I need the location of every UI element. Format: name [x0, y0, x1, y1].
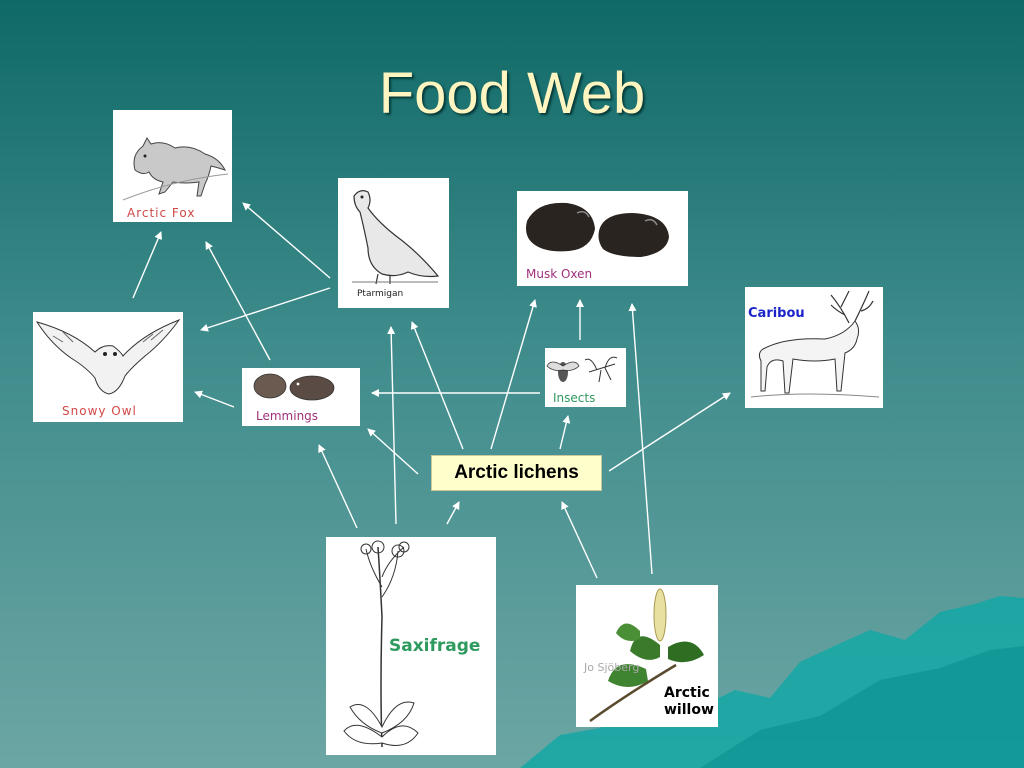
insects-icon	[546, 356, 618, 383]
arctic-fox-icon	[122, 137, 229, 201]
card-snowy-owl: Snowy Owl	[33, 312, 183, 422]
arrow-willow-to-muskoxen	[628, 303, 653, 575]
label-arctic-fox: Arctic Fox	[127, 206, 196, 220]
label-insects: Insects	[553, 391, 596, 405]
caribou-icon	[750, 290, 880, 398]
arrow-lichens-to-muskoxen	[490, 299, 537, 450]
arrow-lemmings-to-owl	[194, 390, 235, 408]
arrow-saxifrage-to-lichens	[446, 501, 460, 525]
ptarmigan-icon	[352, 190, 440, 285]
card-musk-oxen: Musk Oxen	[517, 191, 688, 286]
arrow-ptarmigan-to-owl	[200, 287, 331, 332]
arrow-saxifrage-to-ptarmigan	[387, 326, 397, 525]
card-ptarmigan: Ptarmigan	[338, 178, 449, 308]
arrow-saxifrage-to-lemmings	[318, 444, 358, 529]
card-insects: Insects	[545, 348, 626, 407]
arrow-lichens-to-lemmings	[367, 428, 419, 475]
slide-title: Food Web	[378, 61, 646, 126]
saxifrage-icon	[343, 540, 419, 748]
snowy-owl-icon	[35, 318, 181, 395]
arctic-willow-icon	[589, 588, 704, 723]
label-ptarmigan: Ptarmigan	[357, 289, 404, 299]
arrow-ptarmigan-to-fox	[242, 202, 331, 279]
arrow-owl-to-fox	[132, 231, 162, 299]
label-musk-oxen: Musk Oxen	[526, 267, 593, 281]
card-arctic-fox: Arctic Fox	[113, 110, 232, 222]
card-arctic-willow: Jo Sjöberg Arctic willow	[576, 585, 718, 727]
musk-oxen-icon	[526, 202, 669, 257]
arrow-willow-to-lichens	[561, 501, 598, 579]
arrow-lichens-to-insects	[559, 415, 571, 450]
label-arctic-willow-line2: willow	[664, 702, 714, 718]
card-lemmings: Lemmings	[242, 368, 360, 426]
label-caribou: Caribou	[748, 306, 805, 321]
arctic-lichens-box: Arctic lichens	[431, 455, 602, 491]
card-saxifrage: Saxifrage	[326, 537, 496, 755]
arrow-lemmings-to-fox	[205, 241, 271, 361]
label-lemmings: Lemmings	[256, 409, 319, 423]
lemmings-icon	[253, 373, 335, 401]
card-caribou: Caribou	[745, 287, 883, 408]
arrow-lichens-to-caribou	[608, 392, 731, 472]
label-saxifrage: Saxifrage	[389, 636, 481, 656]
label-arctic-willow-line1: Arctic	[664, 685, 710, 701]
arrow-lichens-to-ptarmigan	[410, 321, 464, 450]
label-snowy-owl: Snowy Owl	[62, 404, 137, 418]
photo-credit: Jo Sjöberg	[584, 661, 640, 674]
